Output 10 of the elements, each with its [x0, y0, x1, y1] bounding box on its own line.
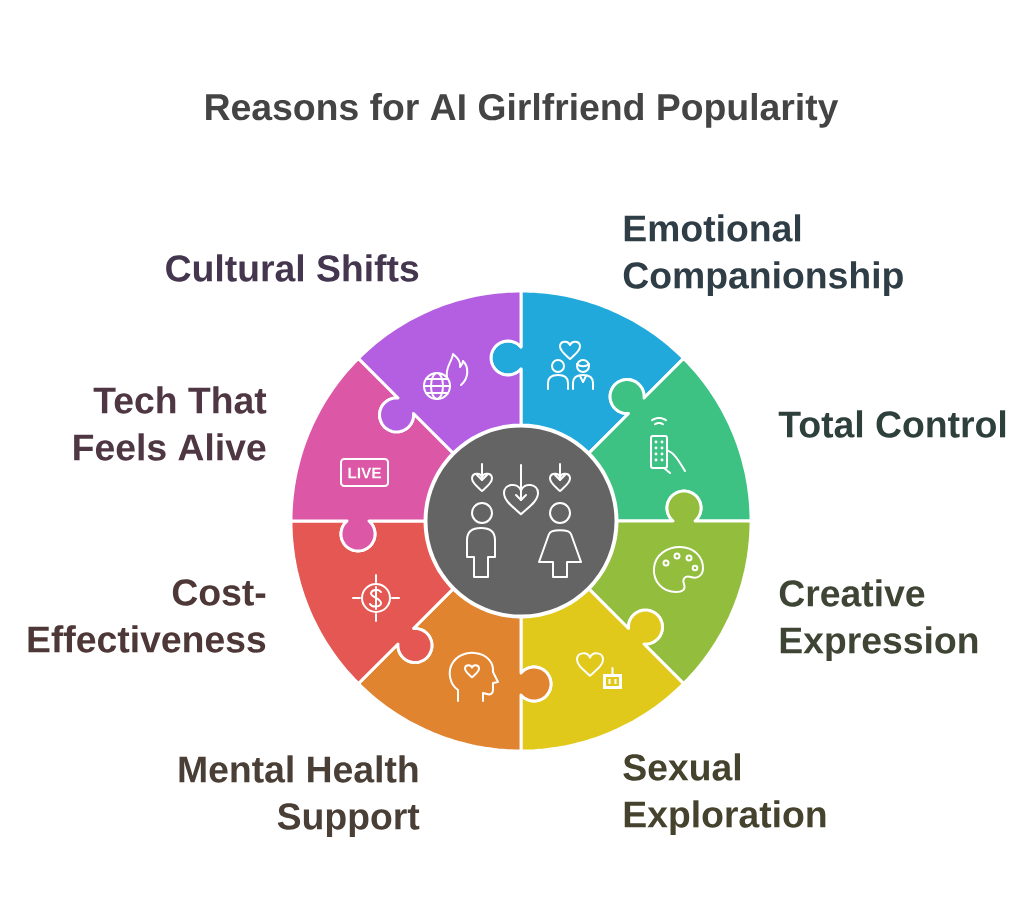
live-badge: LIVE	[340, 458, 389, 487]
segment-label: Total Control	[778, 410, 1006, 438]
segment-label: Sexual Exploration	[623, 753, 826, 836]
segment-label: Mental Health Support	[179, 755, 420, 838]
segment-label: Cost-Effectiveness	[28, 579, 266, 653]
segment-label: Cultural Shifts	[166, 254, 419, 282]
segment-label: Emotional Companionship	[623, 214, 903, 297]
segment-label: Creative Expression	[779, 579, 978, 662]
title: Reasons for AI Girlfriend Popularity	[206, 92, 839, 128]
segment-label: Tech That Feels Alive	[74, 386, 267, 461]
